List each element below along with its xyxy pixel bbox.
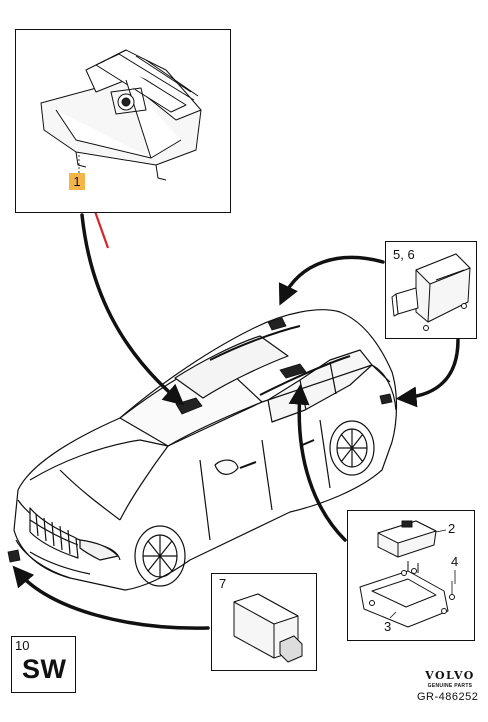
control-module-drawing <box>233 593 303 663</box>
connector-arrows <box>12 213 460 630</box>
inset-radar-module <box>385 241 477 339</box>
callout-5-6-label: 5, 6 <box>393 247 415 262</box>
callout-4-label: 4 <box>451 554 459 569</box>
callout-10-label: 10 <box>15 638 30 653</box>
brand-logo: VOLVO GENUINE PARTS <box>420 669 480 689</box>
bracket-drawing <box>359 520 455 628</box>
callout-3-label: 3 <box>384 619 392 634</box>
sensor-markers <box>7 317 393 563</box>
radar-module-drawing <box>391 253 471 331</box>
callout-7-label: 7 <box>219 576 227 591</box>
camera-module-drawing <box>40 49 202 181</box>
part-reference: GR-486252 <box>417 691 479 703</box>
inset-control-module <box>211 573 317 671</box>
callout-2-label: 2 <box>448 521 456 536</box>
callout-1-label: 1 <box>69 173 85 190</box>
inset-camera-module <box>15 29 231 213</box>
inset-bracket-assembly <box>347 510 475 641</box>
brand-name: VOLVO <box>425 669 475 682</box>
market-code-box <box>11 636 76 693</box>
brand-subtitle: GENUINE PARTS <box>427 683 473 689</box>
market-code: SW <box>22 654 67 684</box>
